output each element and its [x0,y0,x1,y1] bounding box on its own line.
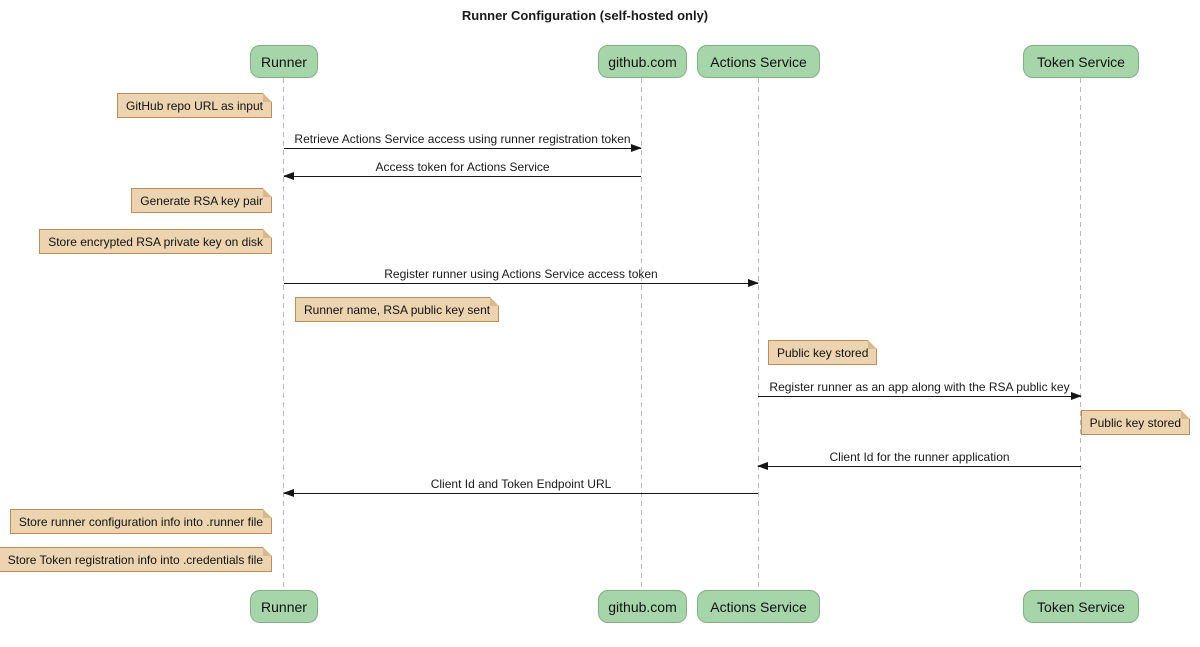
arrowhead-right-icon [631,144,642,152]
message-label: Register runner as an app along with the… [769,380,1070,394]
arrowhead-right-icon [1071,392,1082,400]
lifeline-actions-service [758,78,759,590]
arrowhead-left-icon [283,172,294,180]
message-register-runner: Register runner using Actions Service ac… [284,265,759,287]
participant-actions-service-top: Actions Service [697,45,820,78]
message-label: Client Id for the runner application [829,450,1010,464]
note-text: Public key stored [1089,416,1181,430]
participant-token-service-top: Token Service [1023,45,1139,78]
note-text: Store runner configuration info into .ru… [18,515,263,529]
participant-runner-top: Runner [250,45,318,78]
participant-github-bottom: github.com [598,590,687,623]
message-retrieve-actions-access: Retrieve Actions Service access using ru… [284,130,642,152]
note-text: Runner name, RSA public key sent [304,303,491,317]
message-register-runner-as-app: Register runner as an app along with the… [758,378,1082,400]
message-access-token-returned: Access token for Actions Service [283,158,641,180]
message-client-id-for-runner: Client Id for the runner application [757,448,1081,470]
note-public-key-stored-token: Public key stored [1080,410,1191,435]
lifeline-github [641,78,642,590]
arrowhead-left-icon [283,489,294,497]
note-text: Generate RSA key pair [140,194,263,208]
note-text: GitHub repo URL as input [126,99,263,113]
lifeline-token-service [1080,78,1081,590]
participant-token-service-bottom: Token Service [1023,590,1139,623]
diagram-title: Runner Configuration (self-hosted only) [461,8,709,23]
message-label: Retrieve Actions Service access using ru… [294,132,631,146]
participant-runner-bottom: Runner [250,590,318,623]
note-store-runner-file: Store runner configuration info into .ru… [9,509,273,534]
note-text: Store Token registration info into .cred… [7,553,263,567]
message-label: Register runner using Actions Service ac… [384,267,658,281]
participant-github-top: github.com [598,45,687,78]
message-client-id-token-endpoint: Client Id and Token Endpoint URL [283,475,758,497]
note-runner-name-public-key-sent: Runner name, RSA public key sent [295,297,500,322]
note-text: Store encrypted RSA private key on disk [48,235,263,249]
lifeline-runner [283,78,284,590]
note-public-key-stored-actions: Public key stored [768,340,878,365]
note-store-encrypted-private-key: Store encrypted RSA private key on disk [39,229,272,254]
note-text: Public key stored [777,346,869,360]
message-label: Access token for Actions Service [375,160,550,174]
note-github-repo-url-input: GitHub repo URL as input [117,93,272,118]
message-label: Client Id and Token Endpoint URL [430,477,612,491]
note-store-credentials-file: Store Token registration info into .cred… [0,547,273,572]
note-generate-rsa-key-pair: Generate RSA key pair [131,188,272,213]
arrowhead-right-icon [748,279,759,287]
arrowhead-left-icon [757,462,768,470]
participant-actions-service-bottom: Actions Service [697,590,820,623]
